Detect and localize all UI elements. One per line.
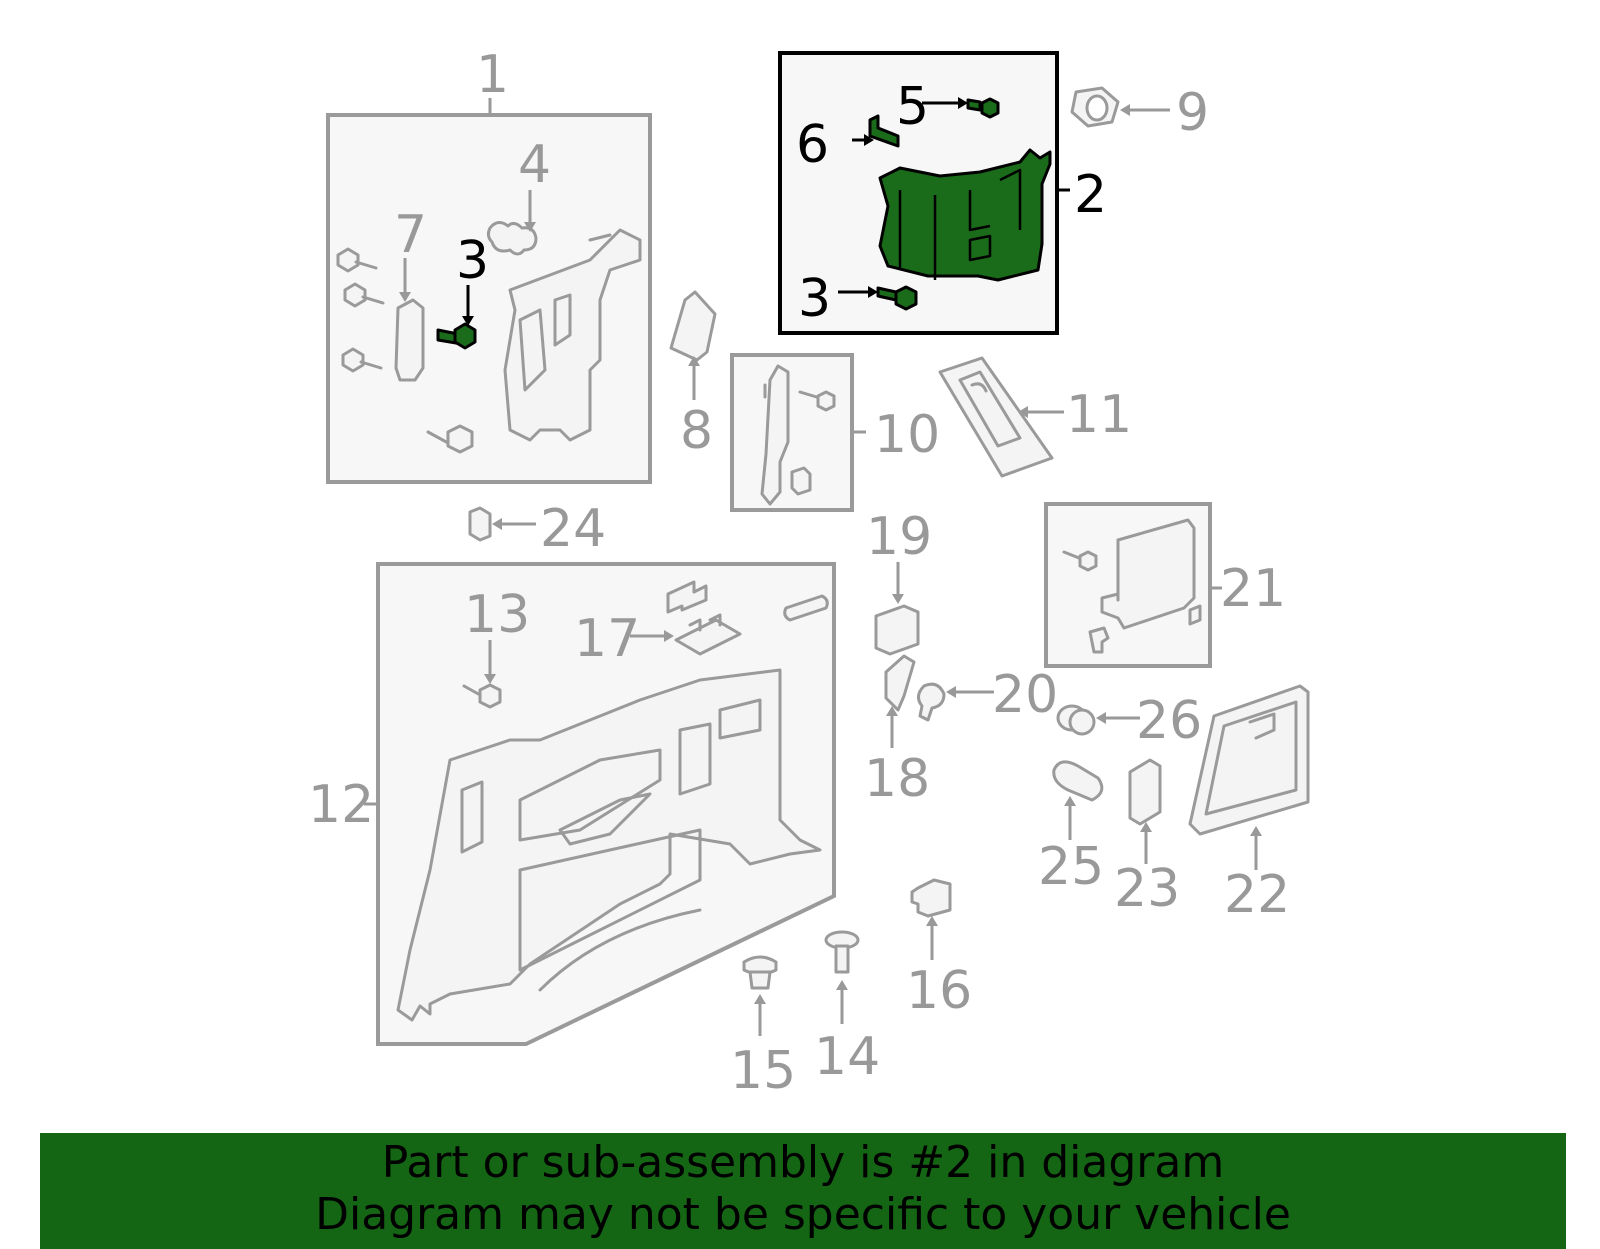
assembly-box-2 — [778, 51, 1070, 335]
callout-2: 2 — [1074, 165, 1107, 225]
callout-7: 7 — [394, 205, 427, 265]
assembly-box-10 — [730, 353, 866, 512]
grommet-part-9 — [1070, 86, 1170, 128]
screw-part-3-highlight — [436, 322, 477, 350]
clip-part-24 — [468, 506, 536, 542]
clip-part-7 — [394, 298, 425, 382]
panel-part-22 — [1188, 684, 1310, 870]
callout-11: 11 — [1066, 385, 1132, 445]
assembly-box-1 — [326, 98, 652, 484]
callout-3-box2: 3 — [798, 269, 831, 329]
callout-17: 17 — [574, 609, 640, 669]
clip-part-16 — [910, 878, 952, 960]
callout-26: 26 — [1136, 691, 1202, 751]
info-banner: Part or sub-assembly is #2 in diagram Di… — [40, 1133, 1566, 1249]
callout-20: 20 — [992, 665, 1058, 725]
callout-8: 8 — [680, 401, 713, 461]
trim-panel-part-1 — [503, 228, 642, 442]
callout-1: 1 — [476, 45, 509, 105]
callout-3-box1: 3 — [456, 231, 489, 291]
banner-line-2: Diagram may not be specific to your vehi… — [315, 1189, 1291, 1240]
callout-14: 14 — [814, 1027, 880, 1087]
bracket-part-4 — [486, 221, 538, 256]
peg-part-25 — [1052, 760, 1104, 840]
cover-part-23 — [1128, 758, 1162, 864]
callout-6: 6 — [796, 115, 829, 175]
bolt-icon — [426, 424, 474, 454]
callout-24: 24 — [540, 499, 606, 559]
trim-bracket-part-2 — [878, 148, 1052, 282]
callout-5: 5 — [896, 77, 929, 137]
callout-10: 10 — [874, 405, 940, 465]
callout-9: 9 — [1176, 83, 1209, 143]
banner-line-1: Part or sub-assembly is #2 in diagram — [381, 1137, 1225, 1188]
callout-25: 25 — [1038, 837, 1104, 897]
panel-part-11 — [938, 356, 1064, 478]
clip-part-8 — [669, 290, 717, 400]
callout-23: 23 — [1114, 859, 1180, 919]
callout-22: 22 — [1224, 865, 1290, 925]
clip-part-19 — [874, 562, 920, 656]
callout-18: 18 — [864, 749, 930, 809]
pin-part-14 — [824, 930, 860, 1024]
callout-labels: 1 2 3 3 4 5 6 7 8 9 10 11 12 13 14 15 16… — [308, 45, 1290, 1101]
callout-4: 4 — [518, 135, 551, 195]
callout-21: 21 — [1220, 559, 1286, 619]
assembly-box-21 — [1044, 502, 1222, 668]
quarter-trim-part-12 — [396, 668, 822, 1022]
push-clip-part-15 — [742, 955, 778, 1036]
callout-16: 16 — [906, 961, 972, 1021]
callout-19: 19 — [866, 507, 932, 567]
assembly-box-12 — [364, 562, 836, 1046]
grommet-part-26 — [1056, 704, 1140, 736]
callout-15: 15 — [730, 1041, 796, 1101]
callout-13: 13 — [464, 585, 530, 645]
callout-12: 12 — [308, 775, 374, 835]
screw-icon — [336, 247, 385, 373]
clips-part-18-20 — [884, 654, 994, 748]
